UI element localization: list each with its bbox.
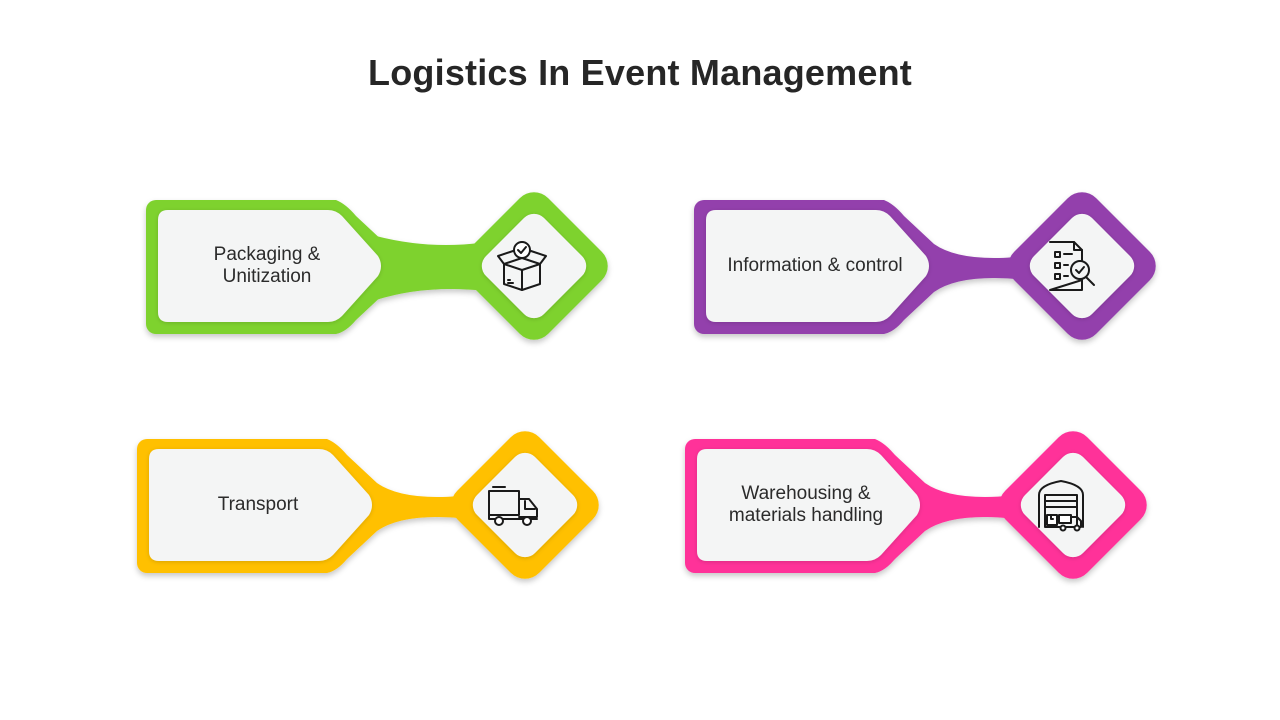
open-box-check-icon — [494, 238, 550, 294]
logistics-card-packaging: Packaging & Unitization — [146, 192, 608, 346]
card-label: Transport — [217, 494, 299, 515]
card-label: Information & control — [727, 255, 903, 276]
card-label: Warehousing & materials handling — [728, 483, 884, 526]
card-label: Packaging & Unitization — [213, 244, 321, 287]
delivery-truck-icon — [485, 477, 541, 533]
page-title: Logistics In Event Management — [368, 52, 912, 93]
card-shape — [685, 431, 1147, 579]
document-magnifier-icon — [1042, 238, 1098, 294]
logistics-card-information: Information & control — [694, 192, 1156, 346]
logistics-card-transport: Transport — [137, 431, 599, 585]
logistics-card-warehousing: Warehousing & materials handling — [685, 431, 1147, 585]
card-shape — [694, 192, 1156, 340]
warehouse-icon — [1033, 477, 1089, 533]
